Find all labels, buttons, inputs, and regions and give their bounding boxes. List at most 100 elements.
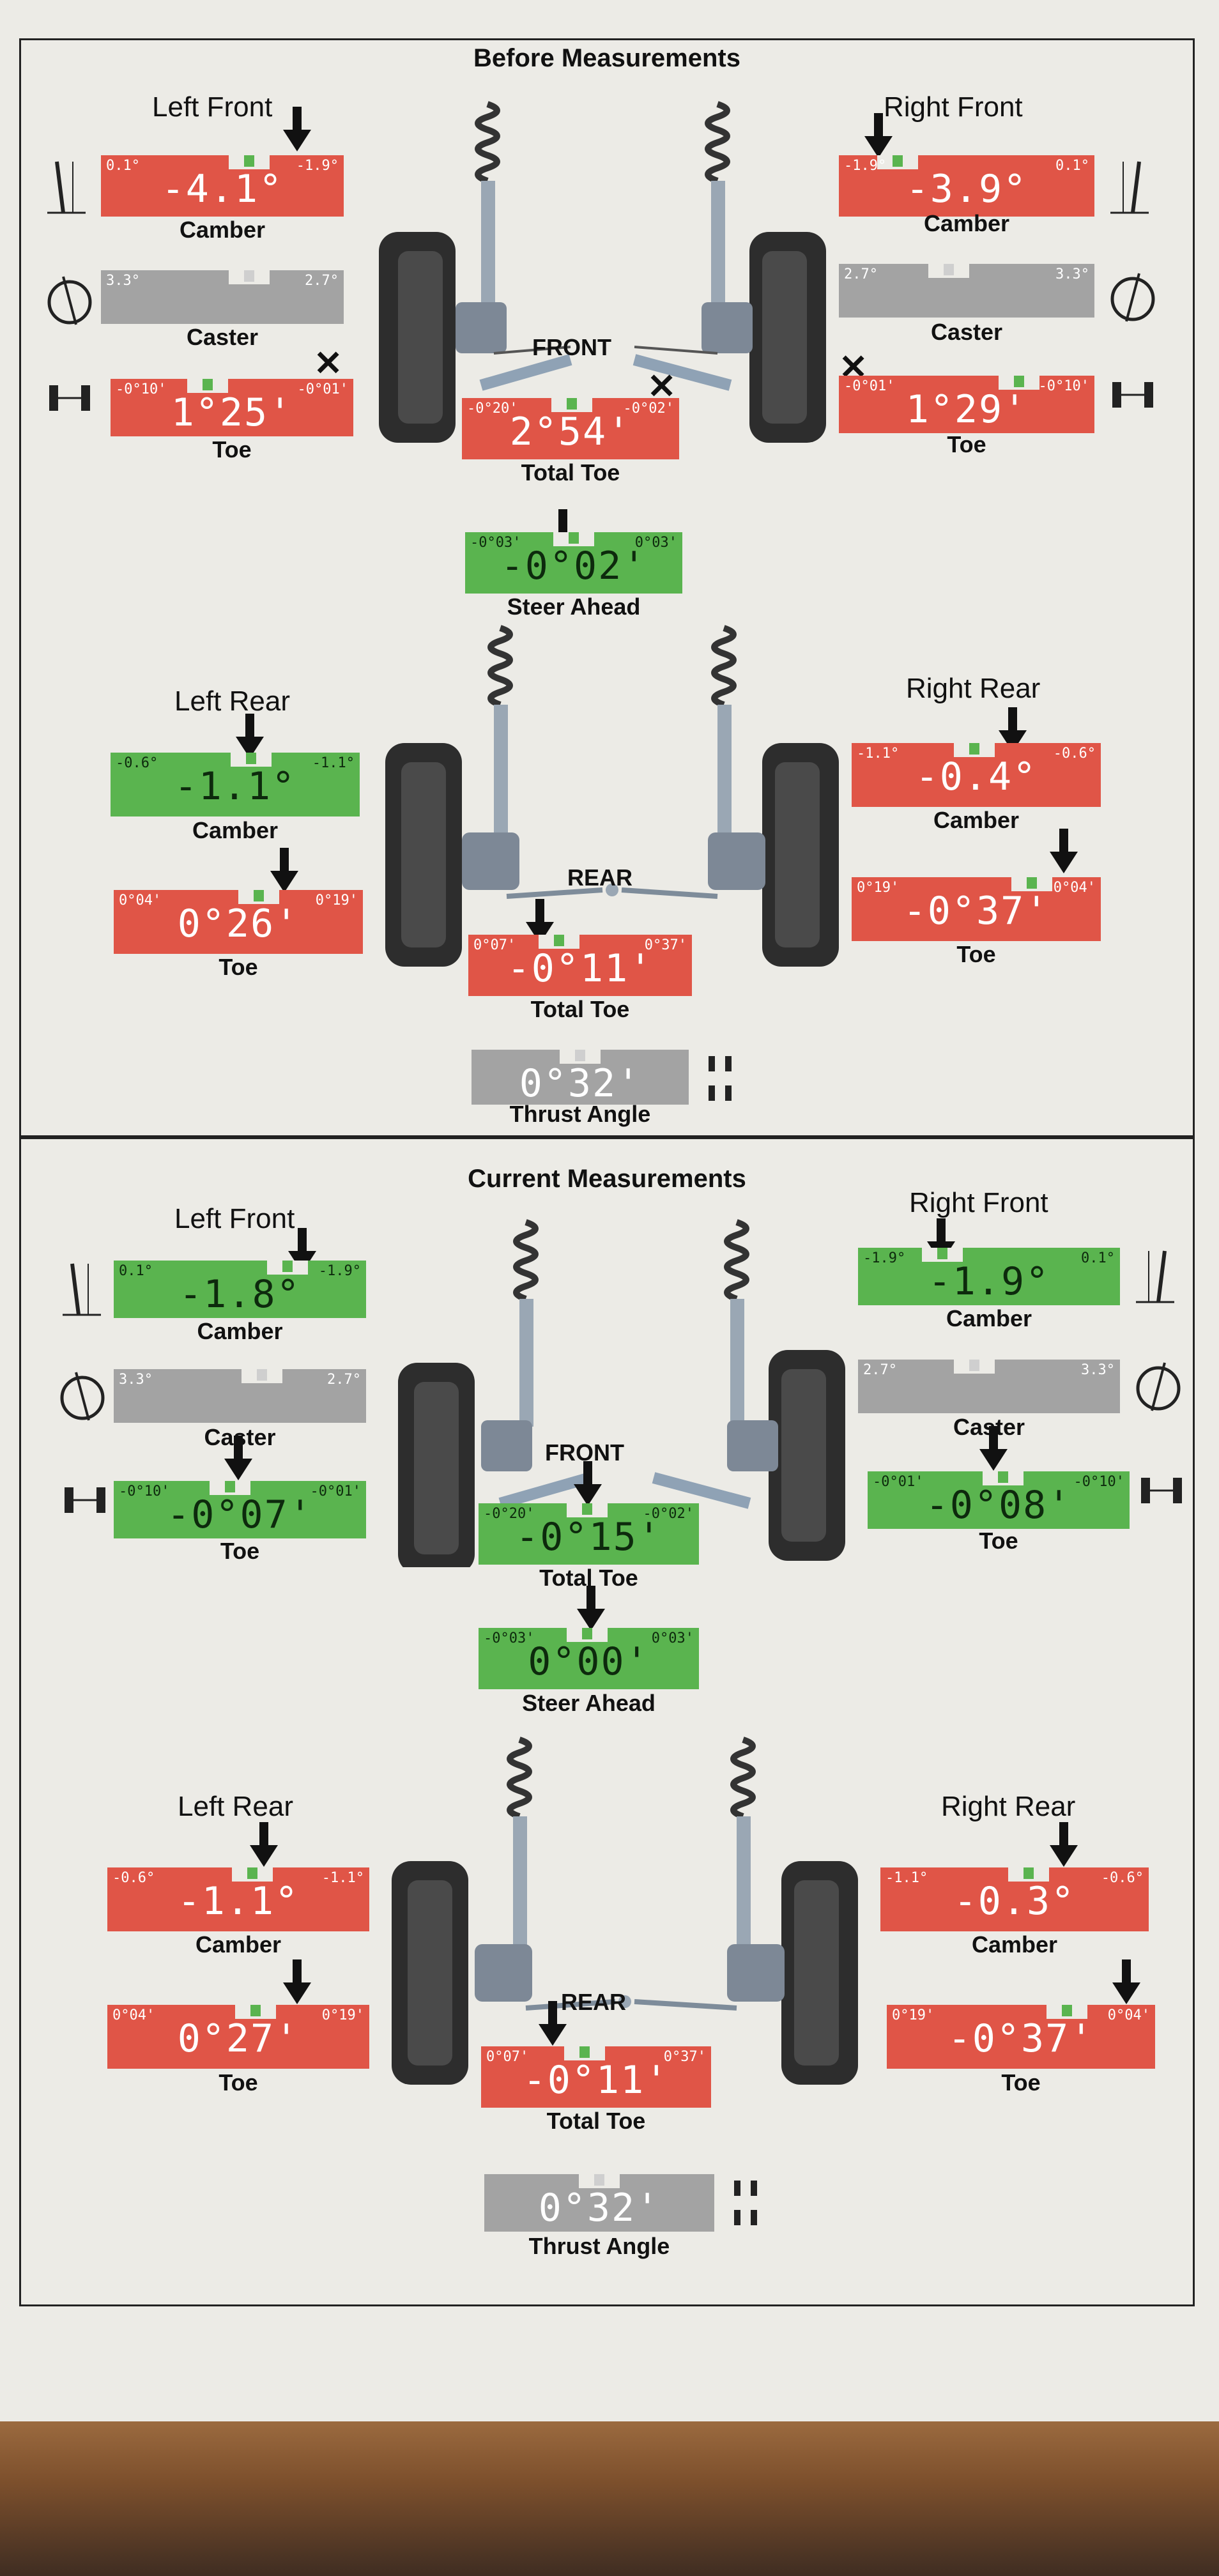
down-arrow-icon xyxy=(574,1461,602,1506)
lf-camber-gauge: 0.1° -1.9° -1.8° xyxy=(114,1261,366,1318)
wooden-table xyxy=(0,2421,1219,2576)
rr-camber-label: Camber xyxy=(971,1931,1058,1958)
rear-total-toe-gauge: 0°07' 0°37' -0°11' xyxy=(468,935,692,996)
steer-ahead-gauge: -0°03' 0°03' 0°00' xyxy=(479,1628,699,1689)
camber-icon xyxy=(1110,161,1149,214)
thrust-angle-value: 0°32' xyxy=(538,2186,661,2230)
lr-toe-gauge: 0°04' 0°19' 0°27' xyxy=(107,2005,369,2069)
down-arrow-icon xyxy=(864,113,893,158)
rf-toe-gauge: -0°01' -0°10' 1°29' xyxy=(839,376,1094,433)
lr-camber-gauge: -0.6° -1.1° -1.1° xyxy=(111,753,360,816)
steer-ahead-label: Steer Ahead xyxy=(522,1690,656,1716)
rear-total-toe-value: -0°11' xyxy=(523,2058,670,2103)
rr-camber-label: Camber xyxy=(933,807,1020,833)
rear-total-toe-label: Total Toe xyxy=(530,996,630,1022)
down-arrow-icon xyxy=(270,848,298,893)
before-measurements-section: Before Measurements xyxy=(19,38,1195,1137)
lf-camber-gauge: 0.1° -1.9° -4.1° xyxy=(101,155,344,217)
lf-camber-label: Camber xyxy=(179,217,266,243)
rf-caster-gauge: 2.7° 3.3° xyxy=(858,1360,1120,1413)
thrust-angle-label: Thrust Angle xyxy=(509,1101,651,1127)
lr-toe-label: Toe xyxy=(218,954,258,980)
front-total-toe-gauge: -0°20' -0°02' -0°15' xyxy=(479,1503,699,1565)
rr-camber-gauge: -1.1° -0.6° -0.4° xyxy=(852,743,1101,807)
lf-caster-gauge: 3.3° 2.7° xyxy=(101,270,344,324)
down-arrow-icon xyxy=(1050,829,1078,873)
rf-camber-label: Camber xyxy=(923,210,1010,236)
rf-toe-gauge: -0°01' -0°10' -0°08' xyxy=(868,1471,1130,1529)
rr-toe-value: -0°37' xyxy=(903,889,1050,933)
down-arrow-icon xyxy=(283,107,311,151)
cross-mark-icon: ✕ xyxy=(314,344,343,383)
rr-toe-gauge: 0°19' 0°04' -0°37' xyxy=(852,877,1101,941)
rr-toe-value: -0°37' xyxy=(947,2016,1094,2061)
lr-toe-value: 0°27' xyxy=(177,2016,300,2061)
rr-camber-value: -0.4° xyxy=(915,755,1038,799)
steer-ahead-label: Steer Ahead xyxy=(507,594,641,620)
rf-toe-value: -0°08' xyxy=(925,1483,1072,1528)
camber-icon xyxy=(63,1263,101,1316)
rf-camber-value: -3.9° xyxy=(905,167,1028,211)
down-arrow-icon xyxy=(224,1436,252,1480)
rear-suspension-diagram xyxy=(392,1736,858,2085)
toe-icon xyxy=(65,1487,105,1513)
down-arrow-icon xyxy=(577,1586,605,1630)
lr-camber-label: Camber xyxy=(195,1931,282,1958)
down-arrow-icon xyxy=(250,1822,278,1867)
section-title: Current Measurements xyxy=(468,1165,746,1193)
camber-icon xyxy=(47,161,86,214)
lf-camber-label: Camber xyxy=(197,1318,283,1344)
caster-icon xyxy=(60,1372,105,1421)
rr-camber-gauge: -1.1° -0.6° -0.3° xyxy=(880,1867,1149,1931)
rf-camber-gauge: -1.9° 0.1° -1.9° xyxy=(858,1248,1120,1305)
rear-total-toe-label: Total Toe xyxy=(546,2108,646,2134)
lf-toe-value: -0°07' xyxy=(167,1492,313,1537)
front-suspension-diagram xyxy=(398,1219,845,1567)
right-front-title: Right Front xyxy=(884,91,1023,123)
rf-camber-value: -1.9° xyxy=(928,1259,1050,1304)
steer-ahead-value: -0°02' xyxy=(500,544,647,588)
rear-axle-label: REAR xyxy=(561,1989,627,2015)
thrust-icon xyxy=(734,2181,757,2225)
down-arrow-icon xyxy=(539,2001,567,2046)
left-front-title: Left Front xyxy=(174,1203,295,1234)
front-total-toe-gauge: -0°20' -0°02' 2°54' xyxy=(462,398,679,459)
lf-toe-gauge: -0°10' -0°01' 1°25' xyxy=(111,379,353,436)
rf-camber-gauge: -1.9° 0.1° -3.9° xyxy=(839,155,1094,217)
right-front-title: Right Front xyxy=(909,1187,1048,1218)
lf-toe-gauge: -0°10' -0°01' -0°07' xyxy=(114,1481,366,1538)
rf-camber-label: Camber xyxy=(946,1305,1032,1331)
front-total-toe-label: Total Toe xyxy=(521,459,620,486)
rr-toe-gauge: 0°19' 0°04' -0°37' xyxy=(887,2005,1155,2069)
steer-ahead-gauge: -0°03' 0°03' -0°02' xyxy=(465,532,682,594)
rear-suspension-diagram xyxy=(385,625,839,967)
rear-total-toe-value: -0°11' xyxy=(507,946,654,991)
lf-camber-value: -4.1° xyxy=(161,167,284,211)
lf-caster-label: Caster xyxy=(186,324,259,350)
thrust-angle-gauge: 0°32' xyxy=(471,1050,689,1106)
rf-toe-label: Toe xyxy=(979,1528,1018,1554)
steer-ahead-value: 0°00' xyxy=(528,1639,650,1684)
rf-toe-value: 1°29' xyxy=(905,387,1028,432)
toe-icon xyxy=(49,385,90,411)
rf-toe-label: Toe xyxy=(947,431,986,457)
thrust-icon xyxy=(709,1056,732,1101)
caster-icon xyxy=(1136,1362,1181,1411)
camber-icon xyxy=(1136,1250,1174,1303)
toe-icon xyxy=(1141,1478,1182,1503)
right-rear-title: Right Rear xyxy=(906,673,1041,704)
left-rear-title: Left Rear xyxy=(174,686,290,717)
left-rear-title: Left Rear xyxy=(178,1791,293,1822)
down-arrow-icon xyxy=(1112,1959,1140,2004)
thrust-angle-value: 0°32' xyxy=(519,1061,641,1106)
lf-toe-label: Toe xyxy=(220,1538,260,1564)
front-total-toe-value: 2°54' xyxy=(509,410,632,454)
left-front-title: Left Front xyxy=(152,91,273,123)
lr-toe-gauge: 0°04' 0°19' 0°26' xyxy=(114,890,363,954)
rf-caster-label: Caster xyxy=(930,319,1003,345)
thrust-angle-gauge: 0°32' xyxy=(484,2174,714,2232)
current-measurements-section: Current Measurements FRONT R xyxy=(19,1137,1195,2306)
lr-camber-value: -1.1° xyxy=(177,1879,300,1924)
caster-icon xyxy=(47,276,92,325)
lr-camber-value: -1.1° xyxy=(174,764,296,809)
